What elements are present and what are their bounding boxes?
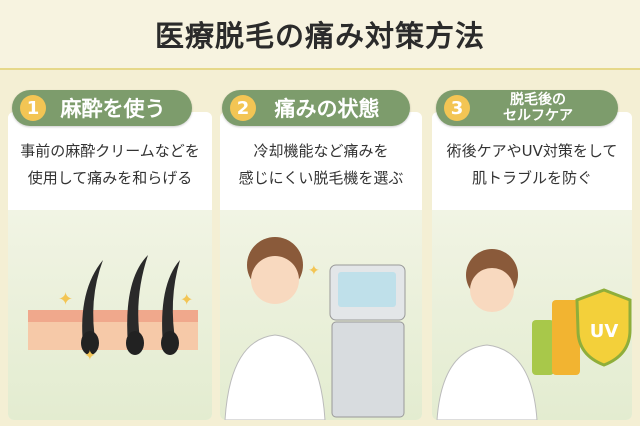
sparkle-icon: ✦ xyxy=(58,289,73,310)
hair-skin-illustration: ✦ ✦ ✦ xyxy=(8,210,212,420)
sparkle-icon: ✦ xyxy=(180,290,193,309)
step-label: 脱毛後のセルフケア xyxy=(478,92,618,124)
card-pain-state: 冷却機能など痛みを感じにくい脱毛機を選ぶ ✦ xyxy=(220,112,422,420)
svg-text:✦: ✦ xyxy=(308,263,320,279)
step-1-header: 1 麻酔を使う xyxy=(12,90,192,126)
desc-line: 術後ケアやUV対策をして xyxy=(446,142,618,160)
page-title: 医療脱毛の痛み対策方法 xyxy=(154,19,485,53)
label-line: 脱毛後の xyxy=(510,92,566,108)
uv-shield-icon: UV xyxy=(590,321,619,342)
step-number: 2 xyxy=(230,95,256,121)
nurse-machine-illustration: ✦ xyxy=(220,210,422,420)
desc-line: 事前の麻酔クリームなどを xyxy=(20,142,200,160)
card-description: 事前の麻酔クリームなどを使用して痛みを和らげる xyxy=(8,112,212,210)
step-label: 麻酔を使う xyxy=(60,97,166,121)
step-label: 痛みの状態 xyxy=(274,97,380,121)
step-number: 1 xyxy=(20,95,46,121)
nurse-skincare-illustration: UV xyxy=(432,210,632,420)
desc-line: 冷却機能など痛みを xyxy=(253,142,389,160)
desc-line: 使用して痛みを和らげる xyxy=(27,169,193,187)
card-self-care: 術後ケアやUV対策をして肌トラブルを防ぐ UV xyxy=(432,112,632,420)
desc-line: 感じにくい脱毛機を選ぶ xyxy=(238,169,404,187)
desc-line: 肌トラブルを防ぐ xyxy=(471,169,592,187)
step-number: 3 xyxy=(444,95,470,121)
card-description: 術後ケアやUV対策をして肌トラブルを防ぐ xyxy=(432,112,632,210)
sparkle-icon: ✦ xyxy=(84,348,96,364)
title-band: 医療脱毛の痛み対策方法 xyxy=(0,0,640,70)
card-description: 冷却機能など痛みを感じにくい脱毛機を選ぶ xyxy=(220,112,422,210)
step-2-header: 2 痛みの状態 xyxy=(222,90,410,126)
card-anesthesia: 事前の麻酔クリームなどを使用して痛みを和らげる ✦ ✦ ✦ xyxy=(8,112,212,420)
step-3-header: 3 脱毛後のセルフケア xyxy=(436,90,618,126)
label-line: セルフケア xyxy=(503,108,573,124)
